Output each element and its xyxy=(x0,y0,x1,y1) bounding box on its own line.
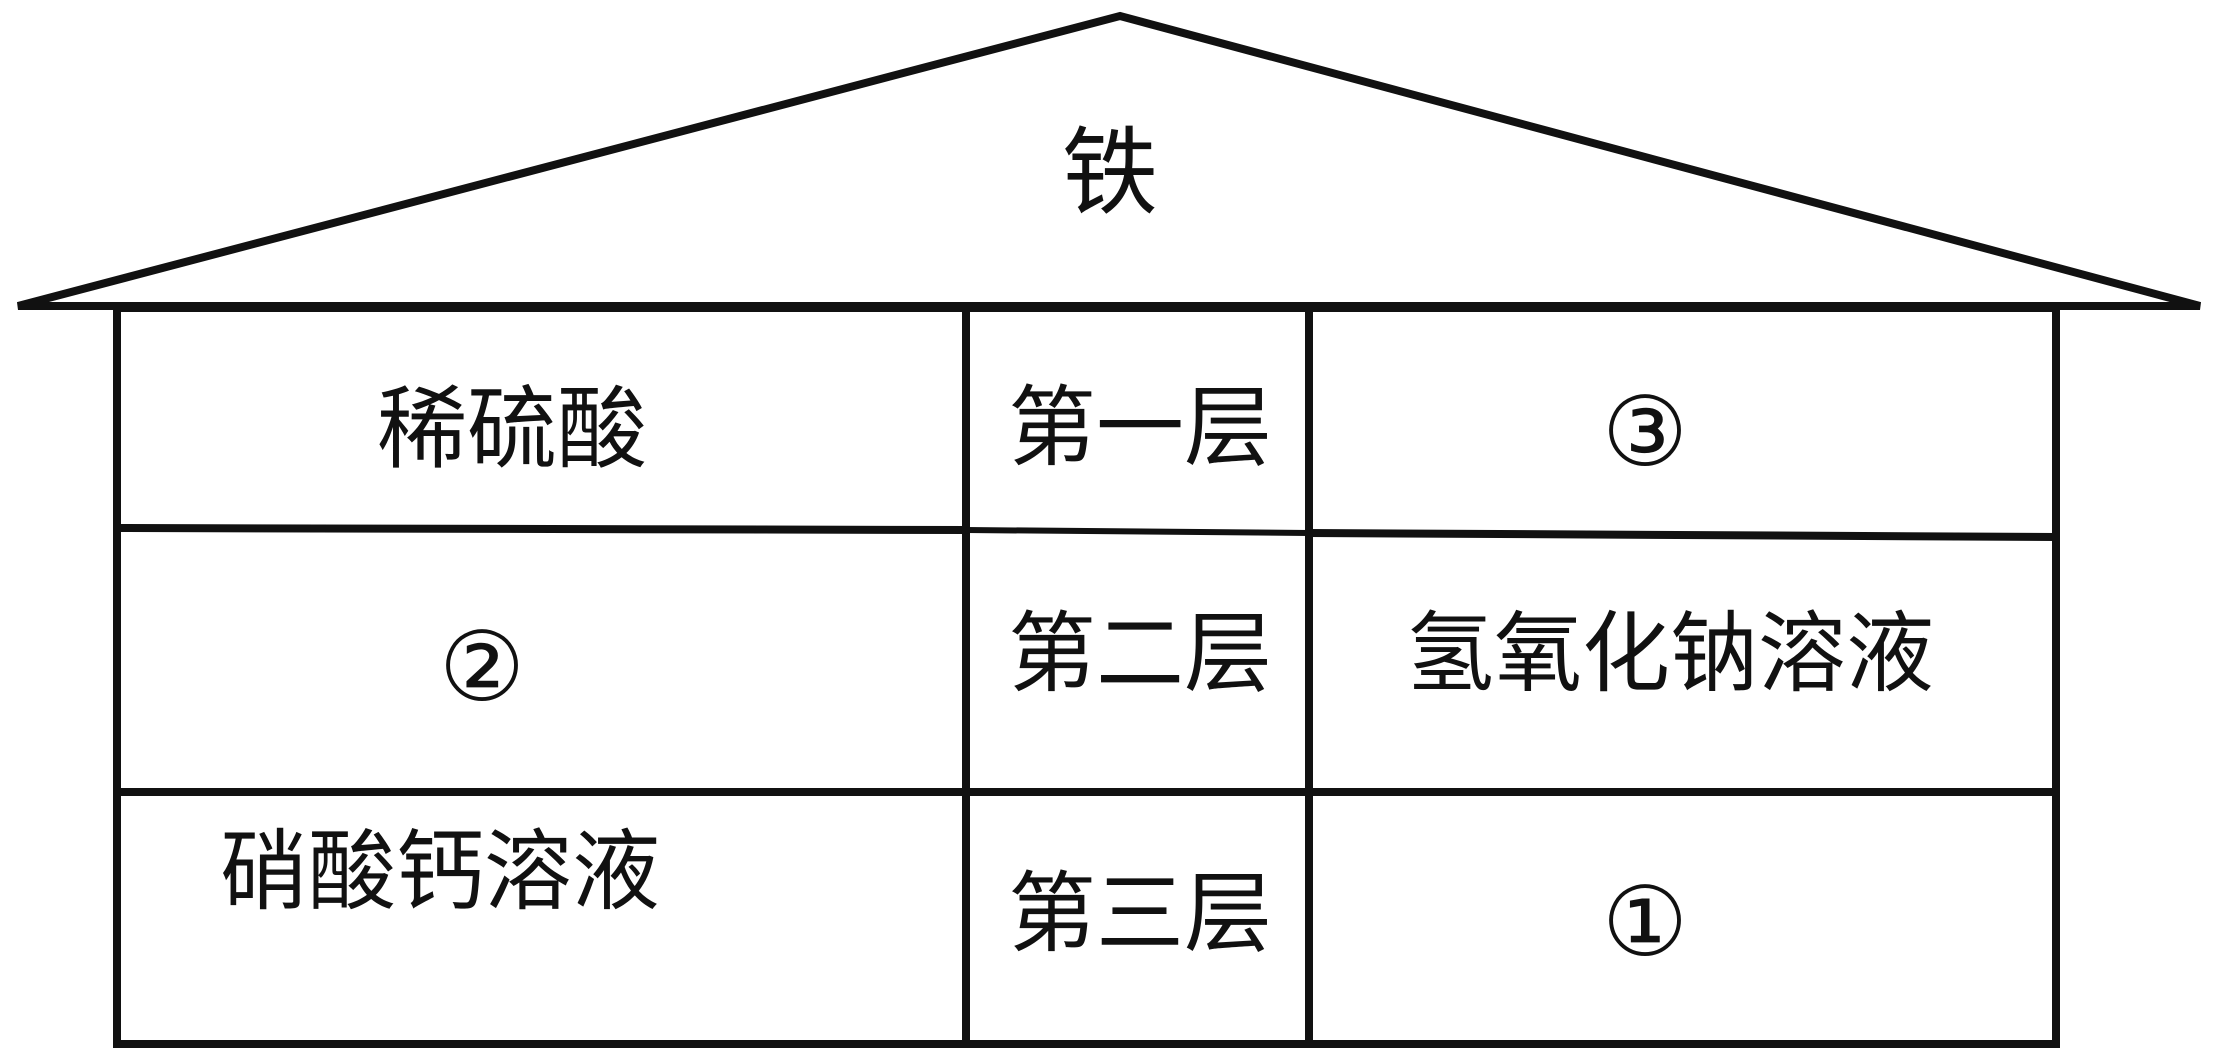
house-body-outline xyxy=(113,304,2060,1048)
floor-3-right-cell: ① xyxy=(1602,866,1688,978)
floor-2-left-cell: ② xyxy=(439,611,525,723)
floor-3-left-cell: 硝酸钙溶液 xyxy=(220,820,660,923)
row-divider-1-left xyxy=(116,524,967,534)
row-divider-1-mid xyxy=(965,527,1310,536)
floor-1-label: 第一层 xyxy=(1008,376,1272,479)
floor-1-right-cell: ③ xyxy=(1602,376,1688,488)
floor-1-left-cell: 稀硫酸 xyxy=(377,377,647,482)
roof-label: 铁 xyxy=(1062,117,1158,229)
floor-2-right-cell: 氢氧化钠溶液 xyxy=(1406,602,1934,705)
floor-2-label: 第二层 xyxy=(1008,602,1272,705)
row-divider-1-right xyxy=(1308,529,2057,541)
floor-3-label: 第三层 xyxy=(1008,862,1272,965)
